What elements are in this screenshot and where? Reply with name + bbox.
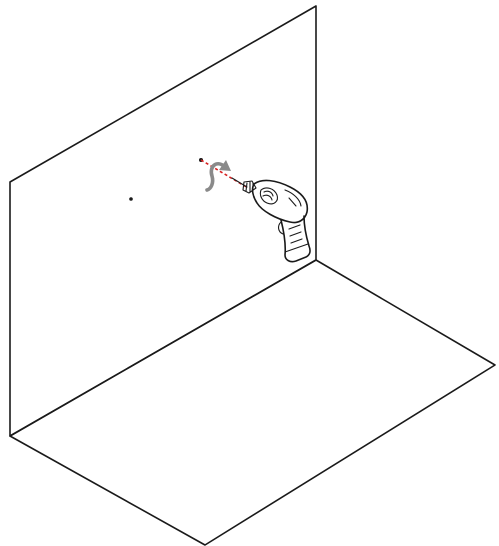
power-drill-icon: [243, 180, 310, 261]
wall-panel: [10, 6, 316, 436]
drill-bit: [232, 178, 247, 187]
drill-hole-mark-left: [129, 197, 133, 201]
floor-panel: [10, 260, 495, 545]
